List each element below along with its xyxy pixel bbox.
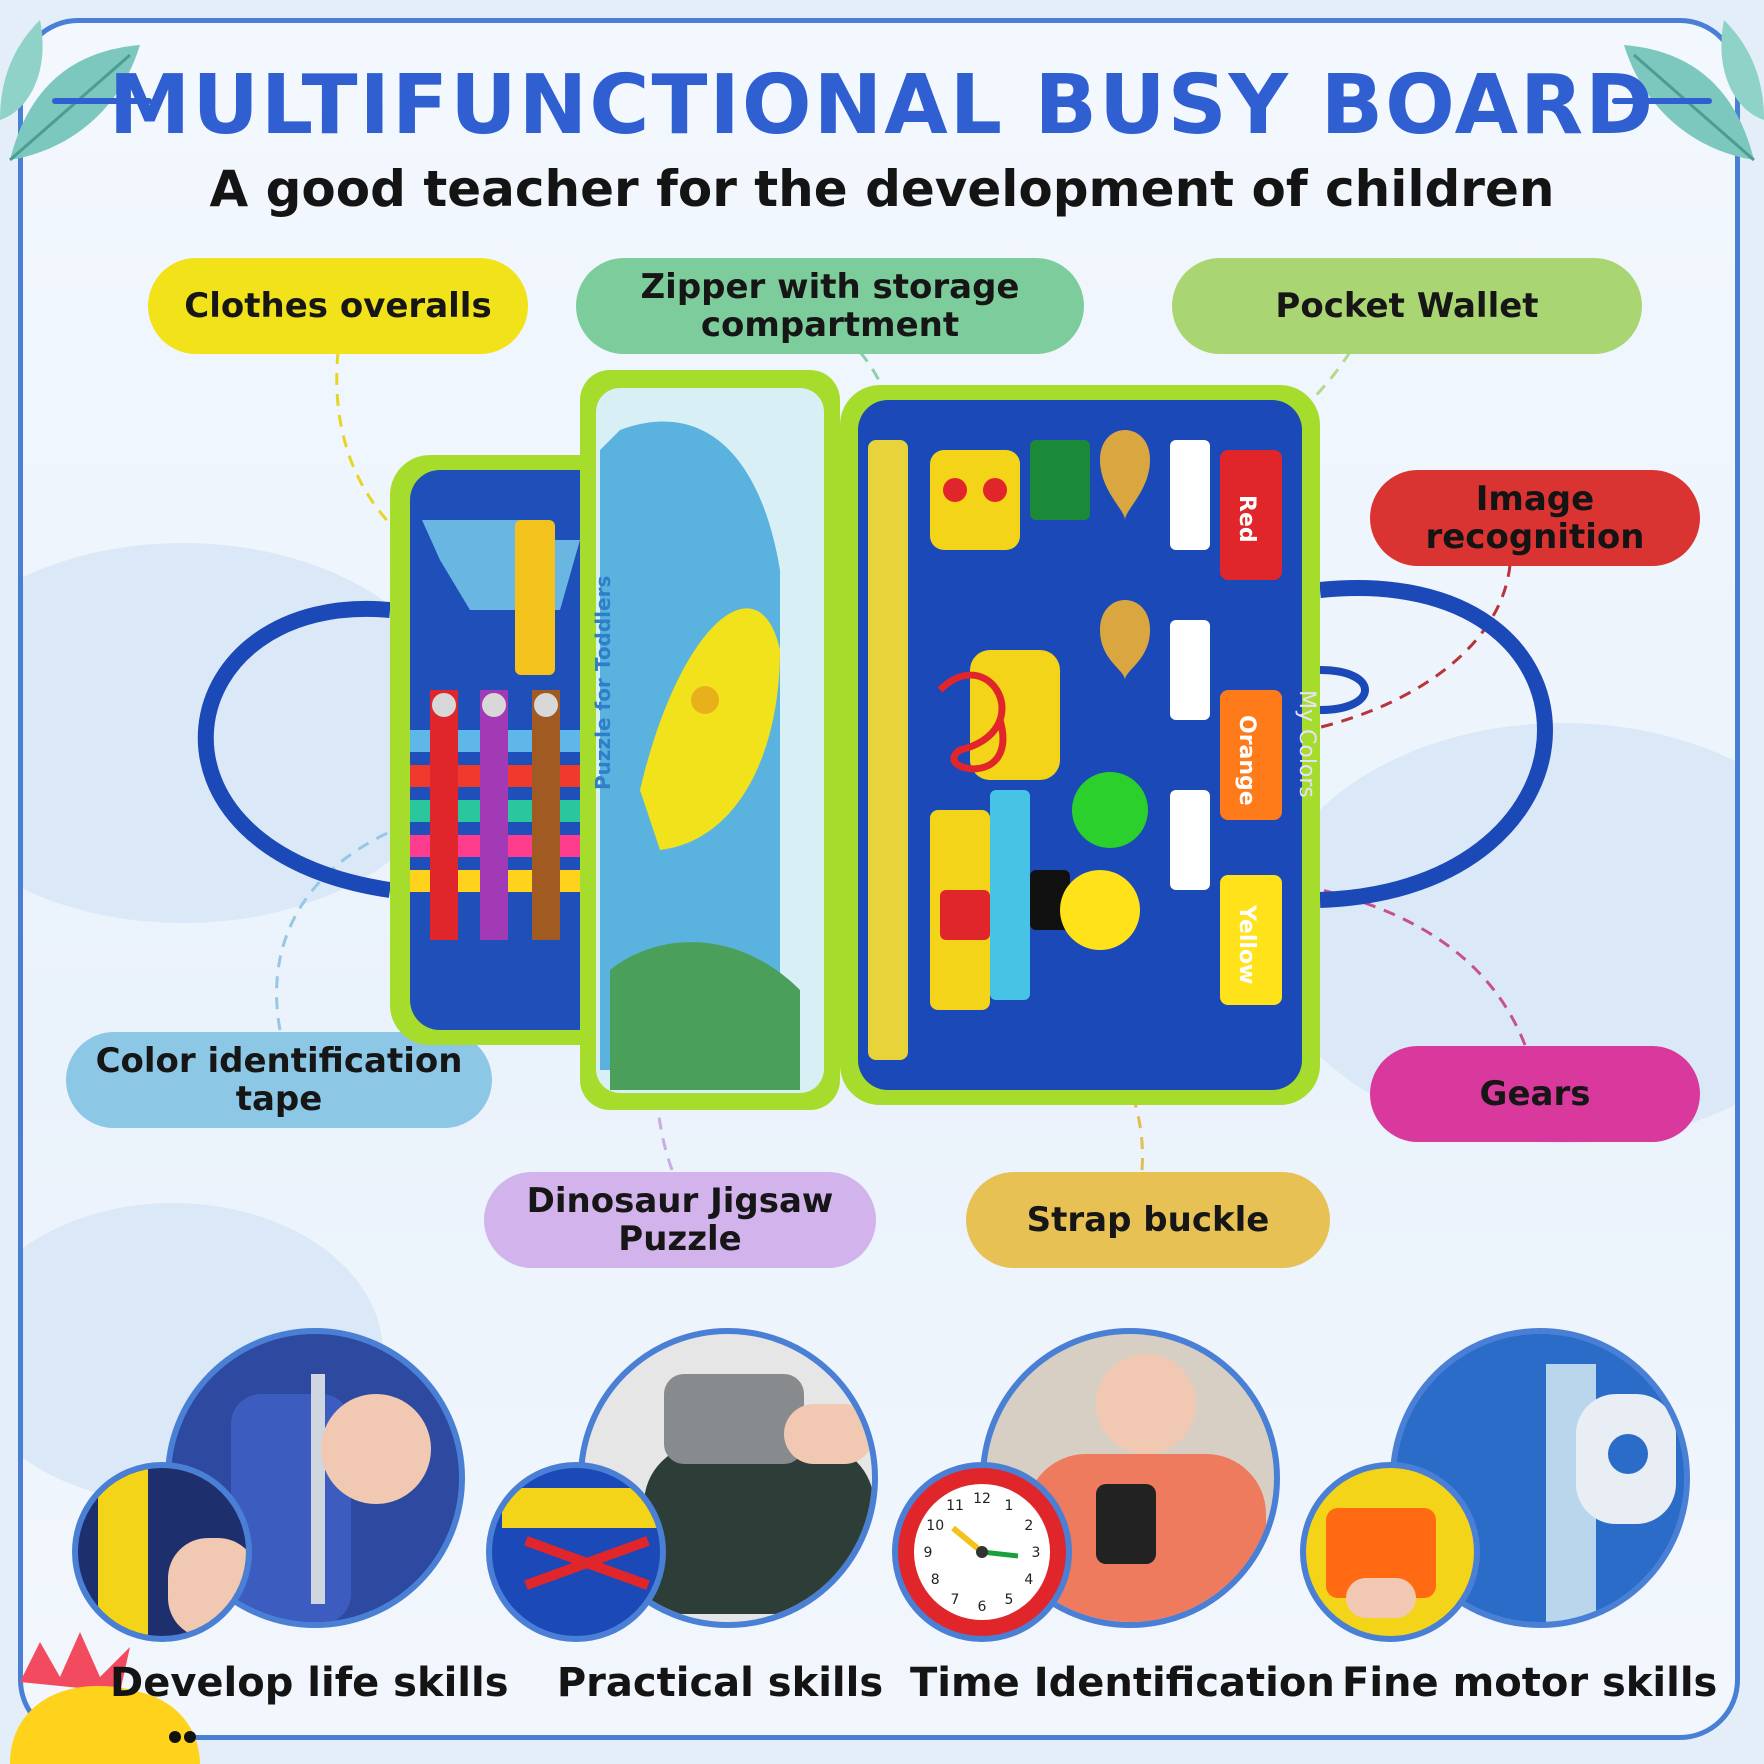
color-card-orange: Orange [1234, 715, 1259, 806]
feature-pill-image-recognition: Image recognition [1370, 470, 1700, 566]
clock-number: 12 [973, 1491, 991, 1507]
clock-number: 10 [926, 1518, 944, 1534]
feature-label: Clothes overalls [184, 286, 492, 326]
clock-number: 2 [1024, 1518, 1033, 1534]
skill-label-time: Time Identification [910, 1660, 1335, 1706]
feature-pill-dinosaur-puzzle: Dinosaur Jigsaw Puzzle [484, 1172, 876, 1268]
puzzle-text: Puzzle for Toddlers [591, 576, 615, 790]
feature-pill-color-tape: Color identification tape [66, 1032, 492, 1128]
busy-board-illustration: Puzzle for Toddlers Red Orange Yellow My… [197, 370, 1553, 1110]
title-divider-right [1612, 98, 1712, 104]
feature-pill-gears: Gears [1370, 1046, 1700, 1142]
page-subtitle: A good teacher for the development of ch… [209, 160, 1555, 218]
title-divider-left [52, 98, 152, 104]
page-title: MULTIFUNCTIONAL BUSY BOARD [108, 58, 1656, 153]
skill-photo-buckle-detail [1300, 1462, 1480, 1642]
clock-number: 11 [946, 1498, 964, 1514]
feature-pill-clothes-overalls: Clothes overalls [148, 258, 528, 354]
skill-label-practical: Practical skills [556, 1660, 884, 1706]
color-card-yellow: Yellow [1234, 904, 1259, 984]
dinosaur-decoration [10, 1632, 200, 1764]
clock-number: 3 [1032, 1545, 1041, 1561]
clock-number: 8 [931, 1572, 940, 1588]
feature-label: Gears [1479, 1074, 1591, 1114]
clock-number: 1 [1005, 1498, 1014, 1514]
my-colors-title: My Colors [1294, 690, 1319, 798]
color-card-red: Red [1234, 495, 1259, 543]
clock-number: 7 [951, 1592, 960, 1608]
skill-photo-zipper-detail [72, 1462, 252, 1642]
clock-number: 6 [978, 1599, 987, 1615]
feature-label: Color identification tape [95, 1041, 463, 1119]
skill-label-life: Develop life skills [110, 1660, 509, 1706]
clock-number: 4 [1024, 1572, 1033, 1588]
feature-pill-strap-buckle: Strap buckle [966, 1172, 1330, 1268]
feature-label: Dinosaur Jigsaw Puzzle [526, 1181, 834, 1259]
clock-number: 5 [1005, 1592, 1014, 1608]
feature-pill-zipper: Zipper with storage compartment [576, 258, 1084, 354]
feature-label: Zipper with storage compartment [640, 267, 1020, 345]
feature-label: Pocket Wallet [1275, 286, 1539, 326]
feature-label: Strap buckle [1026, 1200, 1270, 1240]
feature-pill-pocket-wallet: Pocket Wallet [1172, 258, 1642, 354]
feature-label: Image recognition [1425, 479, 1645, 557]
clock-number: 9 [924, 1545, 933, 1561]
skill-label-fine-motor: Fine motor skills [1342, 1660, 1718, 1706]
skill-photo-lacing-detail [486, 1462, 666, 1642]
